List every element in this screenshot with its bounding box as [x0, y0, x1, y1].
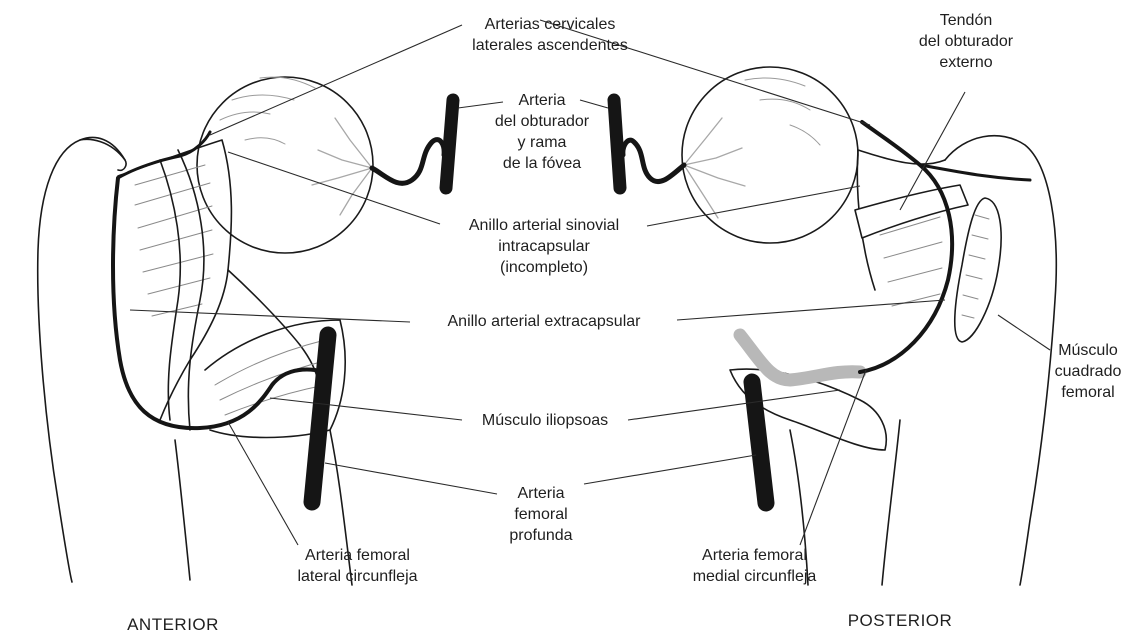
- leader-extracapsular-right: [677, 300, 945, 320]
- label-obturador-line3: y rama: [482, 132, 602, 153]
- label-lateral-circ-line1: Arteria femoral: [270, 545, 445, 566]
- label-cuadrado: Músculo cuadrado femoral: [1038, 340, 1138, 403]
- view-label-anterior: ANTERIOR: [118, 614, 228, 635]
- label-profunda: Arteria femoral profunda: [496, 483, 586, 546]
- leader-profunda-left: [325, 463, 497, 494]
- label-tendon-line1: Tendón: [906, 10, 1026, 31]
- posterior-obturator-artery: [623, 140, 684, 181]
- label-obturador: Arteria del obturador y rama de la fóvea: [482, 90, 602, 174]
- label-extracapsular-line1: Anillo arterial extracapsular: [410, 311, 678, 332]
- label-obturador-line2: del obturador: [482, 111, 602, 132]
- anterior-trochanter-tip: [80, 139, 126, 170]
- label-profunda-line3: profunda: [496, 525, 586, 546]
- posterior-quadratus-muscle: [955, 198, 1001, 342]
- posterior-femur: [614, 67, 1056, 585]
- posterior-capsule-hatching: [880, 217, 942, 306]
- anterior-obturator-trunk: [446, 100, 453, 188]
- label-tendon-line3: externo: [906, 52, 1026, 73]
- posterior-obturator-trunk: [614, 100, 620, 188]
- label-medial-circ-line1: Arteria femoral: [672, 545, 837, 566]
- label-cervicales: Arterias cervicales laterales ascendente…: [455, 14, 645, 56]
- label-cuadrado-line2: cuadrado: [1038, 361, 1138, 382]
- label-cuadrado-line1: Músculo: [1038, 340, 1138, 361]
- posterior-medial-circumflex-ring: [860, 122, 952, 372]
- leader-iliopsoas-left: [270, 398, 462, 420]
- label-tendon: Tendón del obturador externo: [906, 10, 1026, 73]
- anterior-femoral-head: [197, 77, 373, 253]
- label-sinovial-line3: (incompleto): [438, 257, 650, 278]
- label-sinovial-line1: Anillo arterial sinovial: [438, 215, 650, 236]
- label-iliopsoas-line1: Músculo iliopsoas: [460, 410, 630, 431]
- label-iliopsoas: Músculo iliopsoas: [460, 410, 630, 431]
- label-profunda-line2: femoral: [496, 504, 586, 525]
- anterior-femur: [38, 77, 453, 585]
- label-obturador-line4: de la fóvea: [482, 153, 602, 174]
- posterior-profunda-artery: [752, 382, 766, 503]
- posterior-gray-artery: [740, 335, 860, 380]
- label-medial-circ-line2: medial circunfleja: [672, 566, 837, 587]
- label-lateral-circ: Arteria femoral lateral circunfleja: [270, 545, 445, 587]
- anterior-capsule-band-inner: [178, 150, 204, 430]
- label-medial-circ: Arteria femoral medial circunfleja: [672, 545, 837, 587]
- leader-profunda-right: [584, 455, 756, 484]
- label-lateral-circ-line2: lateral circunfleja: [270, 566, 445, 587]
- label-cervicales-line1: Arterias cervicales: [455, 14, 645, 35]
- anterior-greater-trochanter: [38, 137, 125, 582]
- view-label-posterior: POSTERIOR: [845, 610, 955, 631]
- posterior-cervical-branch: [920, 165, 1030, 180]
- label-cuadrado-line3: femoral: [1038, 382, 1138, 403]
- leader-lateral-circ: [228, 422, 298, 545]
- anterior-obturator-artery: [372, 140, 444, 184]
- label-obturador-line1: Arteria: [482, 90, 602, 111]
- leader-medial-circ: [800, 370, 866, 545]
- label-sinovial-line2: intracapsular: [438, 236, 650, 257]
- label-tendon-line2: del obturador: [906, 31, 1026, 52]
- label-profunda-line1: Arteria: [496, 483, 586, 504]
- label-cervicales-line2: laterales ascendentes: [455, 35, 645, 56]
- anterior-profunda-artery: [312, 335, 328, 502]
- leader-iliopsoas-right: [628, 390, 840, 420]
- label-sinovial: Anillo arterial sinovial intracapsular (…: [438, 215, 650, 278]
- label-extracapsular: Anillo arterial extracapsular: [410, 311, 678, 332]
